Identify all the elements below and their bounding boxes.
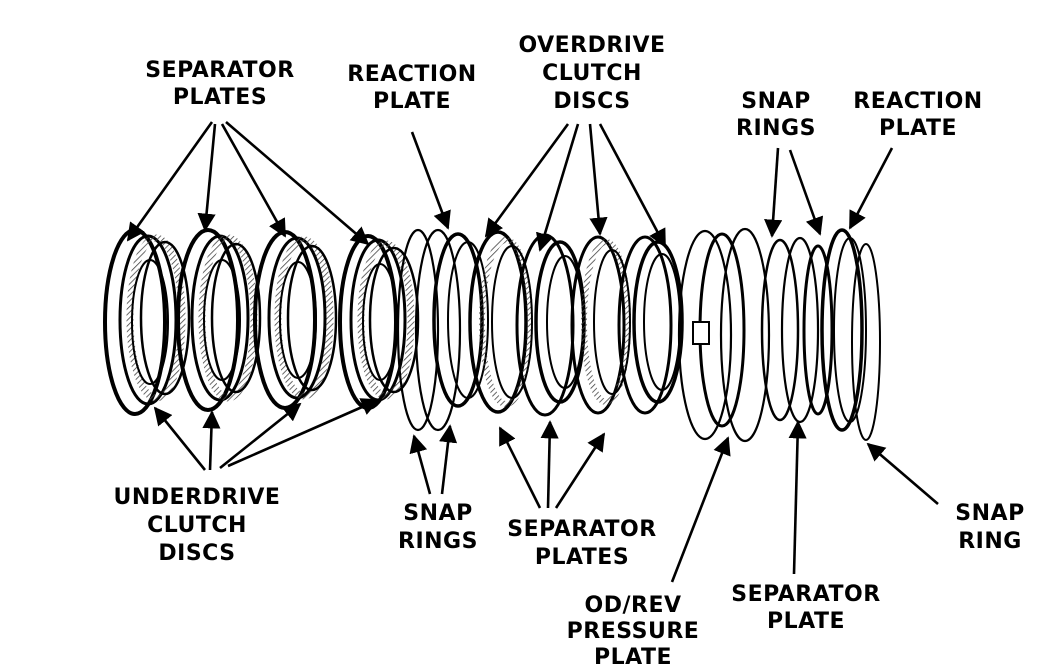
- label-line: DISCS: [158, 541, 235, 566]
- label-separator-plate: SEPARATOR PLATE: [731, 582, 880, 634]
- label-line: PLATE: [767, 609, 845, 634]
- label-line: OD/REV: [585, 593, 682, 618]
- label-od-rev-pressure-plate: OD/REV PRESSURE PLATE: [567, 593, 700, 670]
- label-line: REACTION: [853, 89, 982, 114]
- label-reaction-plate-left: REACTION PLATE: [347, 62, 476, 114]
- label-snap-rings-top: SNAP RINGS: [736, 89, 816, 141]
- clutch-rings: [103, 227, 881, 443]
- label-line: RING: [958, 529, 1022, 554]
- label-line: DISCS: [553, 89, 630, 114]
- label-underdrive-clutch-discs: UNDERDRIVE CLUTCH DISCS: [114, 485, 281, 566]
- underdrive-group-4: [338, 234, 420, 410]
- label-line: RINGS: [736, 116, 816, 141]
- right-pack: [760, 228, 881, 441]
- label-line: SNAP: [955, 501, 1024, 526]
- label-line: SEPARATOR: [507, 517, 656, 542]
- label-line: OVERDRIVE: [518, 33, 665, 58]
- label-line: CLUTCH: [542, 61, 642, 86]
- label-separator-plates-bottom: SEPARATOR PLATES: [507, 517, 656, 570]
- label-reaction-plate-right: REACTION PLATE: [853, 89, 982, 141]
- label-line: PLATES: [535, 545, 629, 570]
- label-snap-ring: SNAP RING: [955, 501, 1024, 554]
- label-line: PLATE: [594, 645, 672, 670]
- label-line: RINGS: [398, 529, 478, 554]
- label-line: UNDERDRIVE: [114, 485, 281, 510]
- underdrive-group-3: [253, 230, 338, 410]
- underdrive-group-2: [176, 228, 262, 412]
- label-line: PLATES: [173, 85, 267, 110]
- label-overdrive-clutch-discs: OVERDRIVE CLUTCH DISCS: [518, 33, 665, 114]
- label-line: SEPARATOR: [731, 582, 880, 607]
- overdrive-pack: [468, 230, 684, 417]
- od-rev-pressure-plate-shape: [677, 227, 771, 443]
- label-line: SEPARATOR: [145, 58, 294, 83]
- label-separator-plates-left: SEPARATOR PLATES: [145, 58, 294, 110]
- label-line: PLATE: [373, 89, 451, 114]
- leader-arrows: [126, 121, 939, 583]
- label-line: REACTION: [347, 62, 476, 87]
- label-line: CLUTCH: [147, 513, 247, 538]
- label-line: SNAP: [403, 501, 472, 526]
- label-line: PRESSURE: [567, 619, 700, 644]
- label-line: SNAP: [741, 89, 810, 114]
- label-snap-rings-bottom: SNAP RINGS: [398, 501, 478, 554]
- label-line: PLATE: [879, 116, 957, 141]
